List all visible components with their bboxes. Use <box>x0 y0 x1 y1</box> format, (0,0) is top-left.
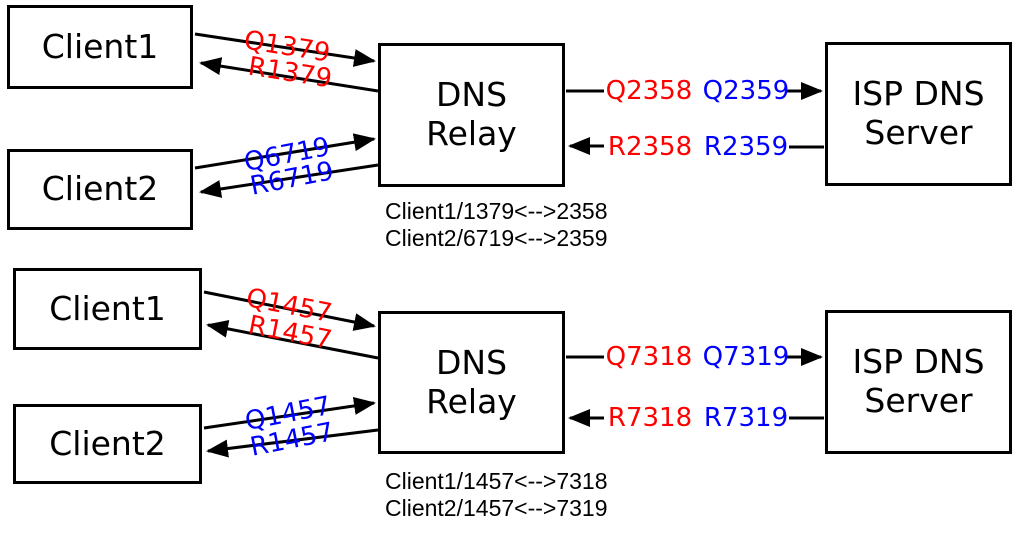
s2-mapping-line2: Client2/1457<-->7319 <box>385 495 608 521</box>
s1-client1-node: Client1 <box>7 5 193 89</box>
s2-isp-response-label: R7319 <box>703 403 789 433</box>
s2-isp-dns-server-node: ISP DNS Server <box>825 310 1012 454</box>
s1-client2-node: Client2 <box>7 149 193 230</box>
s1-port-mapping-table: Client1/1379<-->2358 Client2/6719<-->235… <box>385 198 608 252</box>
s2-relay-label-line2: Relay <box>426 381 517 421</box>
s2-client1-label: Client1 <box>49 288 166 328</box>
s2-client2-label: Client2 <box>49 423 166 463</box>
s1-isp-dns-server-node: ISP DNS Server <box>825 42 1012 186</box>
s1-isp-label-line1: ISP DNS <box>852 74 985 114</box>
s2-dns-relay-node: DNS Relay <box>378 311 565 454</box>
s2-mapping-line1: Client1/1457<-->7318 <box>385 468 608 494</box>
s2-client1-node: Client1 <box>13 268 202 350</box>
s1-isp-label-line2: Server <box>864 113 973 152</box>
s1-isp-response-label: R2359 <box>703 132 789 162</box>
s1-relay-response-label: R2358 <box>607 132 693 162</box>
s2-isp-label-line1: ISP DNS <box>852 342 985 382</box>
s1-relay-query-label: Q2358 <box>605 76 693 106</box>
s1-dns-relay-node: DNS Relay <box>378 43 565 187</box>
s2-isp-label-line2: Server <box>864 381 973 420</box>
s2-relay-query-label: Q7318 <box>605 342 693 372</box>
s1-isp-query-label: Q2359 <box>702 76 790 106</box>
s1-mapping-line1: Client1/1379<-->2358 <box>385 198 608 224</box>
s1-client2-label: Client2 <box>41 169 159 209</box>
s1-client1-label: Client1 <box>41 26 159 66</box>
s1-relay-label-line2: Relay <box>426 114 517 153</box>
s2-relay-label-line1: DNS <box>435 342 508 382</box>
s2-port-mapping-table: Client1/1457<-->7318 Client2/1457<-->731… <box>385 468 608 522</box>
s2-isp-query-label: Q7319 <box>702 342 790 372</box>
s1-relay-label-line1: DNS <box>435 75 508 115</box>
s2-relay-response-label: R7318 <box>607 403 693 433</box>
s2-client2-node: Client2 <box>13 404 202 484</box>
s1-mapping-line2: Client2/6719<-->2359 <box>385 225 608 251</box>
